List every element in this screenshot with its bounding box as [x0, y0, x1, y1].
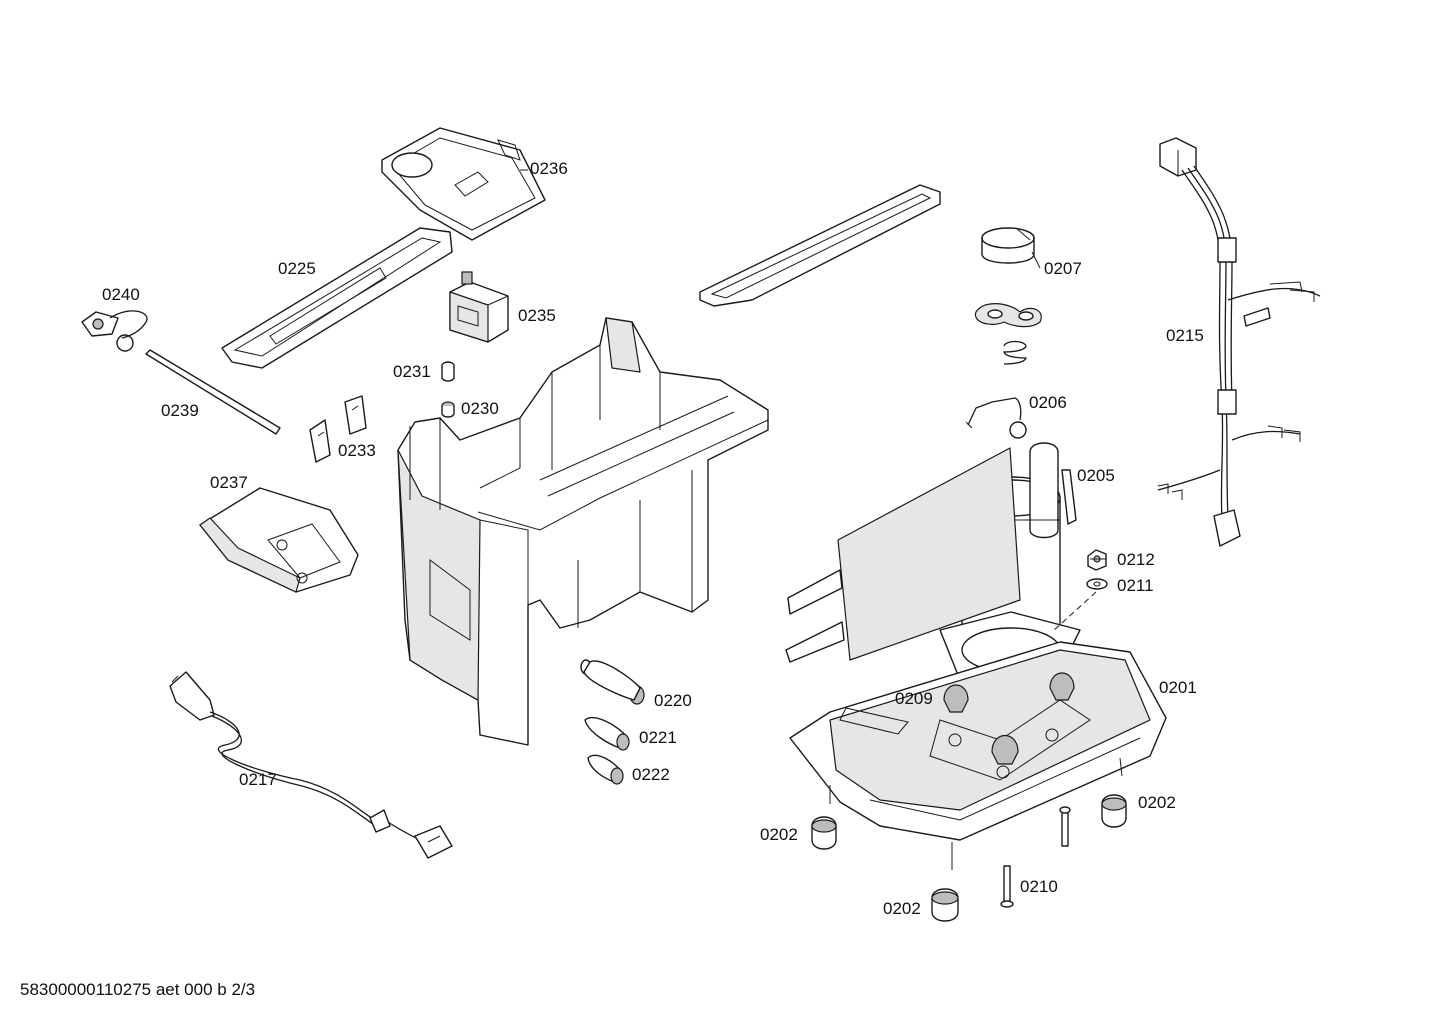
part-0230-nozzle — [441, 401, 455, 418]
label-0202-c: 0202 — [883, 899, 921, 918]
part-0221-capacitor — [584, 717, 630, 751]
label-0202-a: 0202 — [760, 825, 798, 844]
label-0221: 0221 — [639, 728, 677, 747]
part-0237-tray — [199, 487, 359, 593]
label-0209: 0209 — [895, 689, 933, 708]
label-0207: 0207 — [1044, 259, 1082, 278]
part-0202-foot-b — [1101, 794, 1127, 828]
part-0231-cap — [441, 361, 455, 382]
part-0207-cap — [981, 227, 1035, 264]
part-0207-spring — [1003, 340, 1027, 365]
part-0212-nut — [1087, 549, 1107, 571]
label-0212: 0212 — [1117, 550, 1155, 569]
label-0211: 0211 — [1117, 576, 1154, 595]
part-0207-gasket — [974, 303, 1042, 328]
part-0202-foot-c — [931, 888, 959, 922]
part-0239-rod — [145, 349, 281, 435]
part-0202-foot-a — [811, 816, 837, 850]
part-0235-pump — [449, 271, 509, 343]
label-0225: 0225 — [278, 259, 316, 278]
part-side-rail — [699, 184, 941, 307]
label-0231: 0231 — [393, 362, 431, 381]
label-0230: 0230 — [461, 399, 499, 418]
part-0240-connector — [81, 310, 148, 352]
label-0236: 0236 — [530, 159, 568, 178]
leader-lines — [520, 169, 1106, 560]
part-0236-cover-bracket — [381, 127, 546, 241]
label-0202-b: 0202 — [1138, 793, 1176, 812]
document-reference-footer: 58300000110275 aet 000 b 2/3 — [20, 980, 256, 999]
label-0220: 0220 — [654, 691, 692, 710]
label-0235: 0235 — [518, 306, 556, 325]
part-0206-thermostat — [965, 397, 1027, 439]
label-0205: 0205 — [1077, 466, 1115, 485]
label-0201: 0201 — [1159, 678, 1197, 697]
label-0206: 0206 — [1029, 393, 1067, 412]
label-0215: 0215 — [1166, 326, 1204, 345]
label-0237: 0237 — [210, 473, 248, 492]
part-0233-clips — [309, 395, 367, 463]
part-0225-rail — [221, 227, 453, 369]
part-0215-wiring-harness — [1157, 137, 1321, 547]
part-0209-feet — [943, 672, 1075, 765]
part-housing-frame — [397, 317, 769, 746]
label-0233: 0233 — [338, 441, 376, 460]
label-0240: 0240 — [102, 285, 140, 304]
label-0210: 0210 — [1020, 877, 1058, 896]
label-0239: 0239 — [161, 401, 199, 420]
part-heat-shield — [785, 447, 1021, 663]
part-0210-screws — [1000, 806, 1071, 908]
part-0220-capacitor — [580, 659, 645, 705]
part-0217-power-cord — [169, 671, 453, 859]
part-0211-washer — [1086, 578, 1108, 590]
part-0201-base — [789, 641, 1167, 870]
label-0222: 0222 — [632, 765, 670, 784]
part-0222-capacitor — [587, 754, 624, 785]
label-0217: 0217 — [239, 770, 277, 789]
